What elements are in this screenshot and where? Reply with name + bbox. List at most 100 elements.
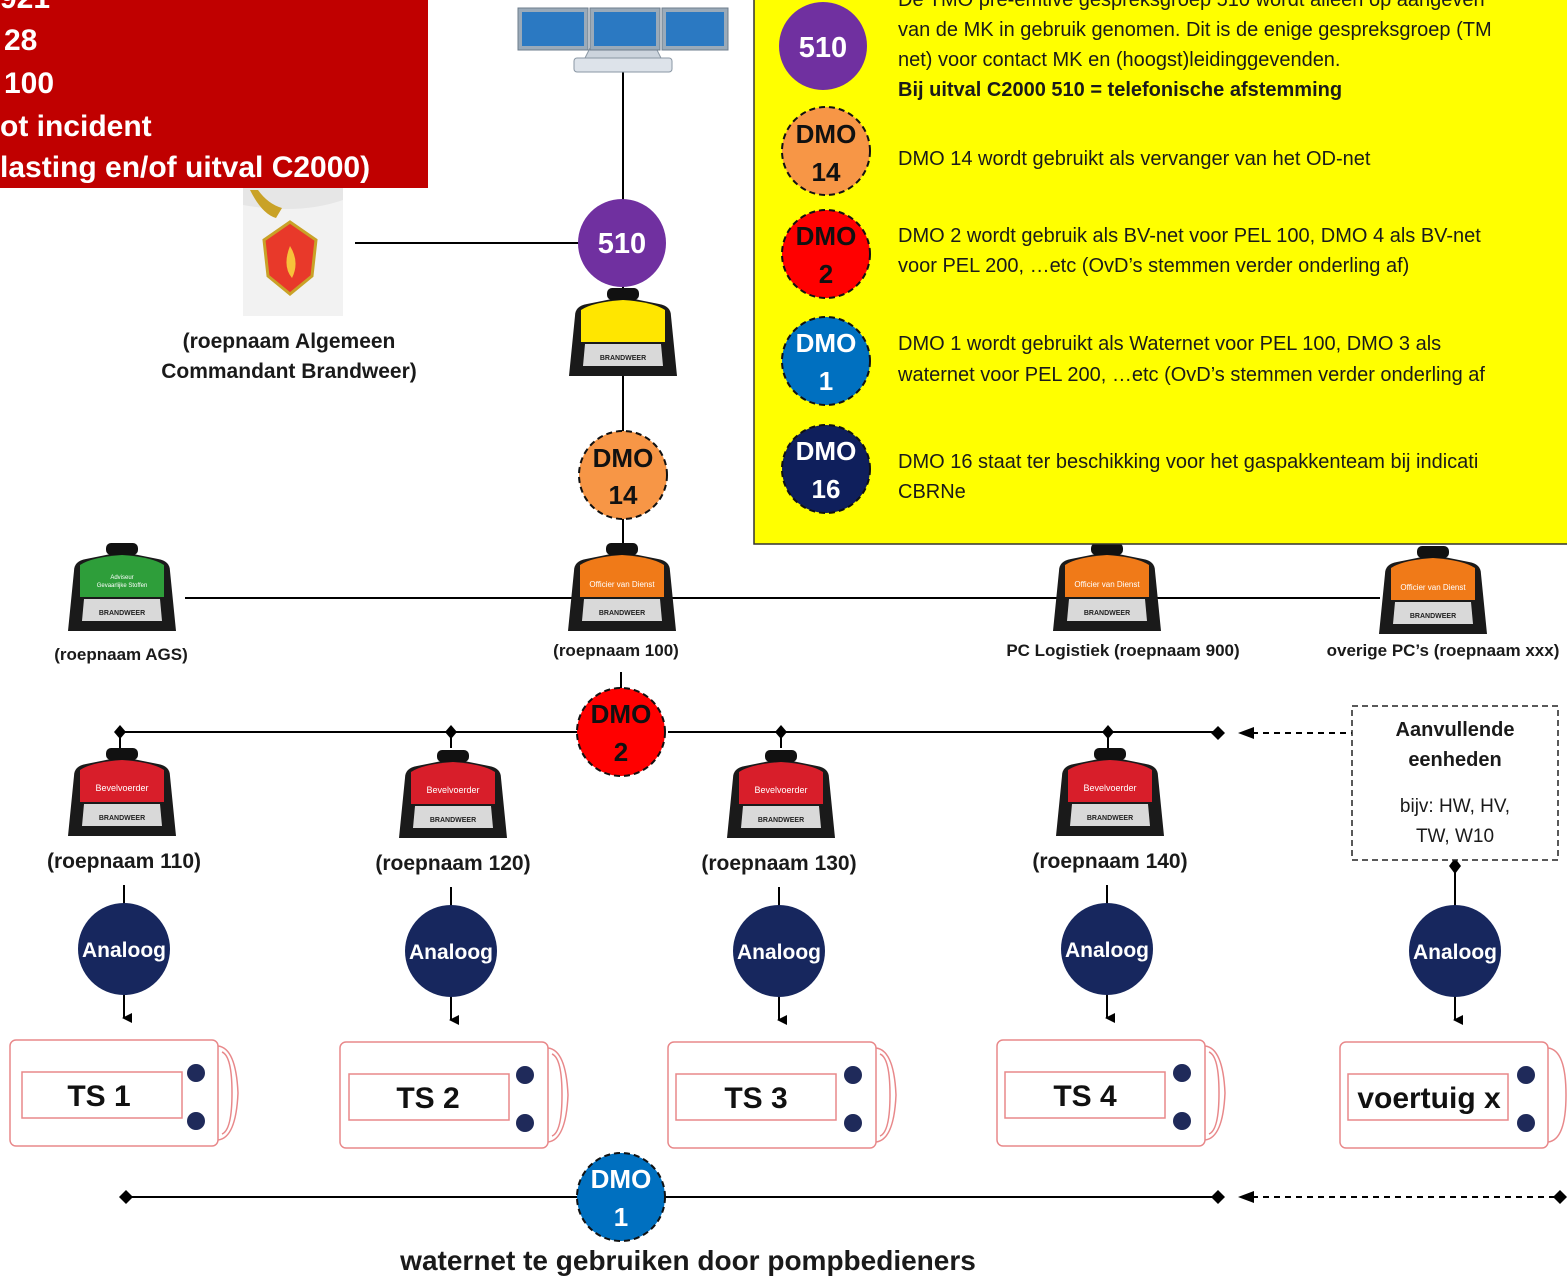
ags-vest-icon: Adviseur Gevaarlijke Stoffen BRANDWEER: [68, 543, 176, 631]
legend-dmo16-line2: CBRNe: [898, 481, 966, 503]
vest-brandweer-text: BRANDWEER: [1084, 610, 1130, 617]
header-box-bg: [0, 0, 428, 188]
tmo-510-badge: 510: [578, 199, 666, 287]
analoog-badge-extra: Analoog: [1409, 905, 1501, 997]
commandant-label-line1: (roepnaam Algemeen: [183, 330, 396, 353]
computer-monitors-icon: [517, 7, 729, 73]
legend-bg: [753, 0, 1567, 545]
vehicle-ts3-label: TS 3: [724, 1082, 787, 1115]
bev-vest-text: Bevelvoerder: [95, 783, 148, 793]
extra-units-title-1: Aanvullende: [1396, 719, 1515, 741]
junction-diamonds: [114, 725, 1567, 1204]
ovd-label: (roepnaam 100): [553, 641, 679, 660]
legend-510-badge: 510: [799, 32, 847, 64]
vest-brandweer-text: BRANDWEER: [99, 610, 145, 617]
vest-brandweer-text: BRANDWEER: [1410, 613, 1456, 620]
legend-dmo1-badge-1: DMO: [796, 328, 857, 358]
vehicle-ts4-label: TS 4: [1053, 1080, 1117, 1113]
analoog-badge-4: Analoog: [1061, 903, 1153, 995]
overige-label: overige PC’s (roepnaam xxx): [1327, 641, 1560, 660]
dashed-arrowheads: [1238, 727, 1254, 1203]
header-box: 921 28 100 ot incident lasting en/of uit…: [0, 0, 428, 188]
vest-brandweer-text: BRANDWEER: [1087, 815, 1133, 822]
analoog-text-2: Analoog: [409, 941, 493, 964]
extra-units-title-2: eenheden: [1408, 749, 1501, 771]
legend-dmo2-badge-2: 2: [819, 259, 833, 289]
legend-510-bold: Bij uitval C2000 510 = telefonische afst…: [898, 79, 1342, 101]
vest-brandweer-text: BRANDWEER: [599, 610, 645, 617]
header-line-5: lasting en/of uitval C2000): [0, 151, 370, 184]
vehicle-ts1-label: TS 1: [67, 1080, 130, 1113]
vehicle-ts2: TS 2: [339, 1041, 569, 1149]
vehicle-ts3: TS 3: [667, 1041, 897, 1149]
connector-lines: [119, 72, 1463, 1198]
header-line-4: ot incident: [0, 110, 152, 143]
dmo-1-line2: 1: [614, 1202, 628, 1232]
ovd-vest-icon: Officier van Dienst BRANDWEER: [568, 543, 676, 631]
bevelvoerder-vest-icon-140: Bevelvoerder BRANDWEER: [1056, 748, 1164, 836]
dmo-1-badge: DMO 1: [576, 1152, 666, 1242]
tmo-510-text: 510: [598, 228, 646, 260]
dmo-14-badge: DMO 14: [578, 430, 668, 520]
commandant-label-line2: Commandant Brandweer): [161, 360, 417, 383]
legend-dmo14-badge-1: DMO: [796, 119, 857, 149]
logistiek-vest-icon: Officier van Dienst BRANDWEER: [1053, 543, 1161, 631]
legend-entry-dmo16: DMO 16 DMO 16 staat ter beschikking voor…: [781, 424, 1478, 514]
logistiek-vest-text: Officier van Dienst: [1074, 580, 1140, 589]
ags-vest-text-1: Adviseur: [110, 575, 133, 581]
legend-entry-dmo14: DMO 14 DMO 14 wordt gebruikt als vervang…: [781, 106, 1371, 196]
unit-label-120: (roepnaam 120): [375, 852, 530, 875]
bev-vest-text: Bevelvoerder: [426, 785, 479, 795]
ags-label: (roepnaam AGS): [54, 645, 188, 664]
legend-510-line2: van de MK in gebruik genomen. Dit is de …: [898, 19, 1492, 41]
vest-brandweer-text: BRANDWEER: [758, 817, 804, 824]
dmo-2-badge: DMO 2: [576, 687, 666, 777]
dmo-2-line2: 2: [614, 737, 628, 767]
legend-dmo16-line1: DMO 16 staat ter beschikking voor het ga…: [898, 451, 1478, 473]
ovd-vest-text: Officier van Dienst: [589, 580, 655, 589]
analoog-badge-2: Analoog: [405, 905, 497, 997]
overige-vest-text: Officier van Dienst: [1400, 583, 1466, 592]
legend-dmo16-badge-2: 16: [812, 474, 841, 504]
unit-label-140: (roepnaam 140): [1032, 850, 1187, 873]
analoog-text-3: Analoog: [737, 941, 821, 964]
vehicle-ts4: TS 4: [996, 1039, 1226, 1147]
vehicle-ts1: TS 1: [9, 1039, 239, 1147]
bev-vest-text: Bevelvoerder: [1083, 783, 1136, 793]
bevelvoerder-vest-icon-120: Bevelvoerder BRANDWEER: [399, 750, 507, 838]
logistiek-label: PC Logistiek (roepnaam 900): [1006, 641, 1239, 660]
vest-brandweer-text: BRANDWEER: [600, 355, 646, 362]
legend-dmo16-badge-1: DMO: [796, 436, 857, 466]
unit-label-130: (roepnaam 130): [701, 852, 856, 875]
dmo-14-line2: 14: [609, 480, 638, 510]
vehicle-ts2-label: TS 2: [396, 1082, 459, 1115]
legend-510-line1: De TMO pre-emtive gespreksgroep 510 word…: [898, 0, 1485, 11]
commandant-icon: [243, 188, 343, 316]
vehicle-extra-label: voertuig x: [1357, 1082, 1501, 1115]
legend-dmo2-badge-1: DMO: [796, 221, 857, 251]
legend-dmo1-badge-2: 1: [819, 366, 833, 396]
legend-dmo2-line1: DMO 2 wordt gebruik als BV-net voor PEL …: [898, 225, 1481, 247]
analoog-badge-3: Analoog: [733, 905, 825, 997]
unit-label-110: (roepnaam 110): [47, 850, 201, 873]
vehicle-extra: voertuig x: [1339, 1041, 1567, 1149]
header-line-1: 921: [0, 0, 50, 15]
bevelvoerder-vest-icon-110: Bevelvoerder BRANDWEER: [68, 748, 176, 836]
dmo-1-line1: DMO: [591, 1164, 652, 1194]
commander-vest-icon: BRANDWEER: [569, 288, 677, 376]
analoog-badge-1: Analoog: [78, 903, 170, 995]
analoog-text-1: Analoog: [82, 939, 166, 962]
bevelvoerder-vest-icon-130: Bevelvoerder BRANDWEER: [727, 750, 835, 838]
legend-entry-510: 510 De TMO pre-emtive gespreksgroep 510 …: [779, 0, 1492, 101]
legend-dmo1-line2: waternet voor PEL 200, …etc (OvD’s stemm…: [897, 364, 1485, 386]
legend-dmo14-line1: DMO 14 wordt gebruikt als vervanger van …: [898, 148, 1371, 170]
legend-dmo2-line2: voor PEL 200, …etc (OvD’s stemmen verder…: [898, 255, 1409, 277]
ags-vest-text-2: Gevaarlijke Stoffen: [97, 583, 148, 589]
bev-vest-text: Bevelvoerder: [754, 785, 807, 795]
overige-vest-icon: Officier van Dienst BRANDWEER: [1379, 546, 1487, 634]
legend-dmo14-badge-2: 14: [812, 157, 841, 187]
legend-dmo1-line1: DMO 1 wordt gebruikt als Waternet voor P…: [898, 333, 1441, 355]
header-line-3: 100: [4, 67, 54, 100]
legend-entry-dmo2: DMO 2 DMO 2 wordt gebruik als BV-net voo…: [781, 209, 1481, 299]
